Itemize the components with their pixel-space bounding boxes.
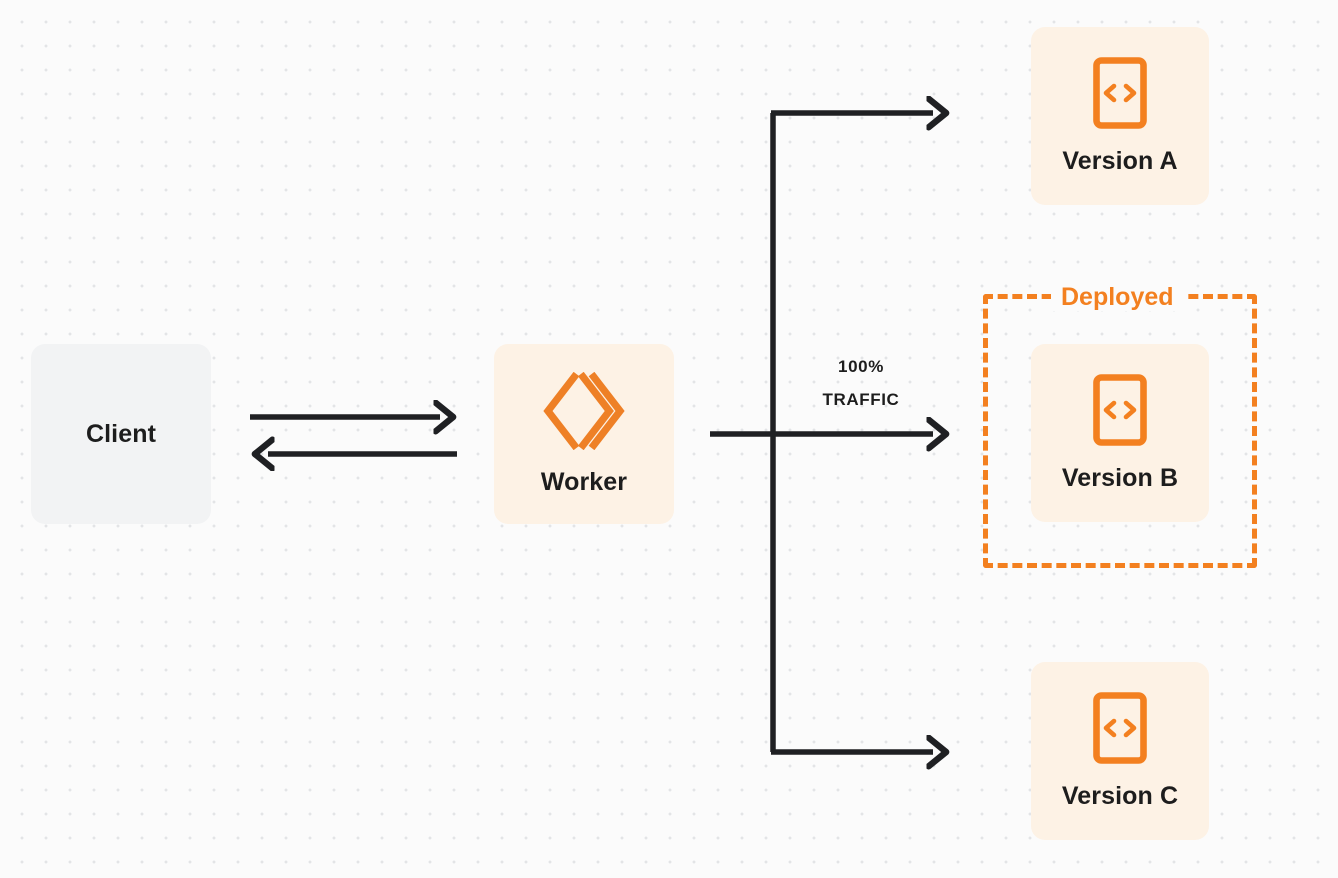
node-client[interactable]: Client (31, 344, 211, 524)
traffic-caption: TRAFFIC (822, 390, 900, 409)
node-version-b[interactable]: Version B (1031, 344, 1209, 522)
deployed-group-boundary (983, 294, 1257, 568)
code-file-icon (1092, 56, 1148, 130)
version-c-label: Version C (1061, 782, 1179, 810)
version-a-label: Version A (1062, 147, 1178, 175)
code-file-icon (1092, 691, 1148, 765)
traffic-percent: 100% (838, 357, 884, 376)
node-worker[interactable]: Worker (494, 344, 674, 524)
client-label: Client (85, 419, 157, 448)
deployed-group-label: Deployed (1051, 283, 1184, 311)
code-file-icon (1092, 373, 1148, 447)
node-version-c[interactable]: Version C (1031, 662, 1209, 840)
node-version-a[interactable]: Version A (1031, 27, 1209, 205)
cloudflare-workers-logo-icon (542, 371, 626, 450)
worker-label: Worker (540, 467, 628, 496)
traffic-annotation: 100% TRAFFIC (795, 350, 927, 416)
version-b-label: Version B (1061, 464, 1179, 492)
